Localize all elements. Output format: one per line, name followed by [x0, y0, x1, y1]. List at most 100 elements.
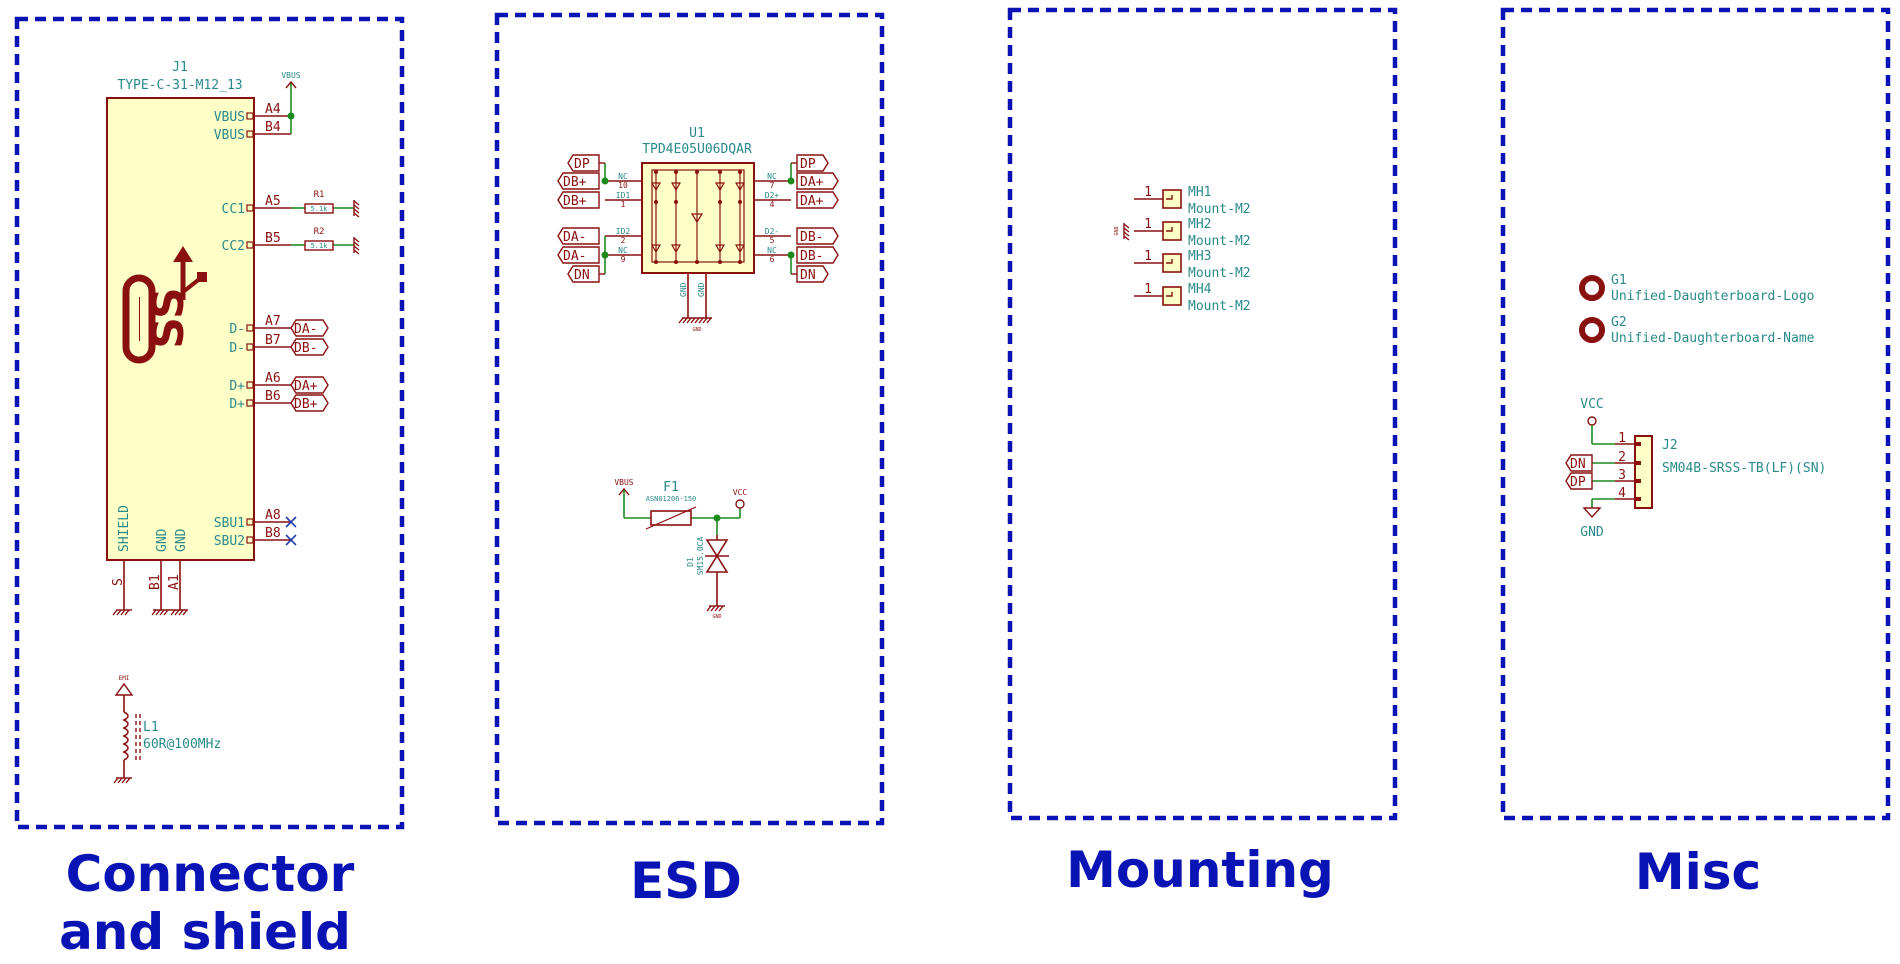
u1-pin-gnd-a: GND	[679, 282, 688, 297]
u1-pin-num-7: 7	[770, 181, 775, 190]
mh1-pin: 1	[1144, 185, 1152, 200]
usb-c-logo-icon: SS	[122, 246, 207, 364]
j1-pin-num-b4: B4	[265, 120, 281, 135]
j1-pin-name-a7: D-	[229, 322, 245, 337]
mh3-ref: MH3	[1188, 249, 1211, 264]
j1-pin-num-a4: A4	[265, 102, 281, 117]
f1-value: ASN01206-150	[646, 495, 697, 503]
section-frame-misc	[1500, 7, 1891, 821]
u1-net-right-da-plus-2: DA+	[800, 194, 824, 209]
u1-pin-num-6: 6	[770, 255, 775, 264]
j2-pin-1: 1	[1618, 431, 1626, 446]
r2-value: 5.1k	[311, 242, 329, 250]
u1-pin-nc-6: NC	[767, 246, 777, 255]
g2-value: Unified-Daughterboard-Name	[1611, 331, 1815, 346]
chassis-icon	[114, 682, 134, 696]
u1-pin-num-2: 2	[621, 236, 626, 245]
mh2-ref: MH2	[1188, 217, 1211, 232]
j2-gnd-icon	[1582, 507, 1602, 519]
mount-gnd-label: GND	[1114, 226, 1120, 235]
r1-value: 5.1k	[311, 205, 329, 213]
l1-net-top: EMI	[119, 675, 130, 682]
mh4-pin: 1	[1144, 282, 1152, 297]
d1-value: SM15.0CA	[696, 537, 705, 576]
u1-net-right-dp: DP	[800, 157, 816, 172]
r1-body	[304, 203, 334, 214]
j1-pin-name-a5: CC1	[222, 202, 245, 217]
d1-ref: D1	[686, 557, 695, 567]
j1-pin-name-a4: VBUS	[214, 110, 245, 125]
u1-net-left-da-minus-2: DA-	[563, 249, 586, 264]
d1-gnd-label: GND	[712, 614, 721, 620]
r1-ref: R1	[314, 190, 325, 200]
u1-net-left-dn: DN	[574, 268, 590, 283]
j1-pin-num-b6: B6	[265, 389, 281, 404]
j1-pin-name-b7: D-	[229, 341, 245, 356]
inductor-coil-icon	[122, 711, 129, 761]
u1-pin-gnd-b: GND	[697, 282, 706, 297]
u1-net-left-dp: DP	[574, 157, 590, 172]
j1-net-da-minus-label: DA-	[294, 322, 317, 337]
j2-net-dp-label: DP	[1570, 475, 1586, 490]
j1-pin-name-gnd-b1: GND	[155, 528, 170, 552]
u1-pin-num-4: 4	[770, 200, 775, 209]
j1-value: TYPE-C-31-M12_13	[117, 78, 242, 93]
j1-pin-num-b7: B7	[265, 333, 281, 348]
j2-net-dp	[1565, 472, 1593, 490]
section-title-connector-line1: Connector	[66, 845, 355, 903]
u1-pin-d2minus: D2-	[765, 227, 779, 236]
r2-body	[304, 240, 334, 251]
r2-gnd-icon	[353, 237, 360, 255]
r2-ref: R2	[314, 227, 325, 237]
u1-net-left-db-plus-2: DB+	[563, 194, 587, 209]
j1-pin-num-b1: B1	[148, 574, 163, 590]
u1-pin-nc-9: NC	[618, 246, 628, 255]
f1-vbus-label: VBUS	[614, 478, 633, 487]
u1-net-right-db-minus-1: DB-	[800, 230, 823, 245]
j2-net-dn-label: DN	[1570, 457, 1586, 472]
mh2-pin: 1	[1144, 217, 1152, 232]
j1-net-da-plus	[290, 376, 329, 394]
inductor-l1: EMI L1 60R@100MHz	[113, 675, 221, 784]
fuse-icon	[650, 510, 692, 526]
j1-body	[106, 97, 255, 561]
j1-pin-name-a6: D+	[229, 379, 245, 394]
j2-gnd-label: GND	[1580, 525, 1604, 540]
j1-ref: J1	[172, 60, 188, 75]
section-title-esd: ESD	[630, 852, 742, 910]
esd-diode-array-icon	[650, 172, 746, 262]
j1-net-da-minus	[290, 319, 329, 337]
u1-pin-num-5: 5	[770, 236, 775, 245]
mh2-ground-icon	[1123, 223, 1130, 241]
u1-gnd-label: GND	[692, 327, 701, 333]
r1-gnd-icon	[353, 200, 360, 218]
g1-value: Unified-Daughterboard-Logo	[1611, 289, 1815, 304]
j2-ref: J2	[1662, 438, 1678, 453]
j1-pin-num-a5: A5	[265, 194, 281, 209]
j2-net-dn	[1565, 454, 1593, 472]
mh3-pin: 1	[1144, 249, 1152, 264]
mh1-ref: MH1	[1188, 185, 1211, 200]
j1-pin-num-a8: A8	[265, 508, 281, 523]
f1-ref: F1	[663, 480, 679, 495]
j2-vcc-label: VCC	[1580, 397, 1603, 412]
j1-net-db-plus-label: DB+	[294, 397, 318, 412]
j1-pin-name-b4: VBUS	[214, 128, 245, 143]
u1-ground-icon	[678, 317, 712, 324]
section-title-mounting: Mounting	[1066, 841, 1334, 899]
j1-pin-name-gnd-a1: GND	[174, 528, 189, 552]
j2-vcc-icon	[1587, 416, 1597, 426]
section-frame-esd	[494, 12, 885, 826]
j1-pin-num-a7: A7	[265, 314, 281, 329]
mh3-value: Mount-M2	[1188, 266, 1251, 281]
j1-pin-num-b8: B8	[265, 526, 281, 541]
u1-body	[641, 162, 755, 274]
j1-net-db-plus	[290, 394, 329, 412]
section-title-misc: Misc	[1635, 843, 1761, 901]
mh1-value: Mount-M2	[1188, 202, 1251, 217]
mh4-value: Mount-M2	[1188, 299, 1251, 314]
section-frame-mounting	[1007, 7, 1398, 821]
l1-ref: L1	[143, 720, 159, 735]
g2-ref: G2	[1611, 315, 1627, 330]
vcc-power-icon	[735, 499, 745, 509]
